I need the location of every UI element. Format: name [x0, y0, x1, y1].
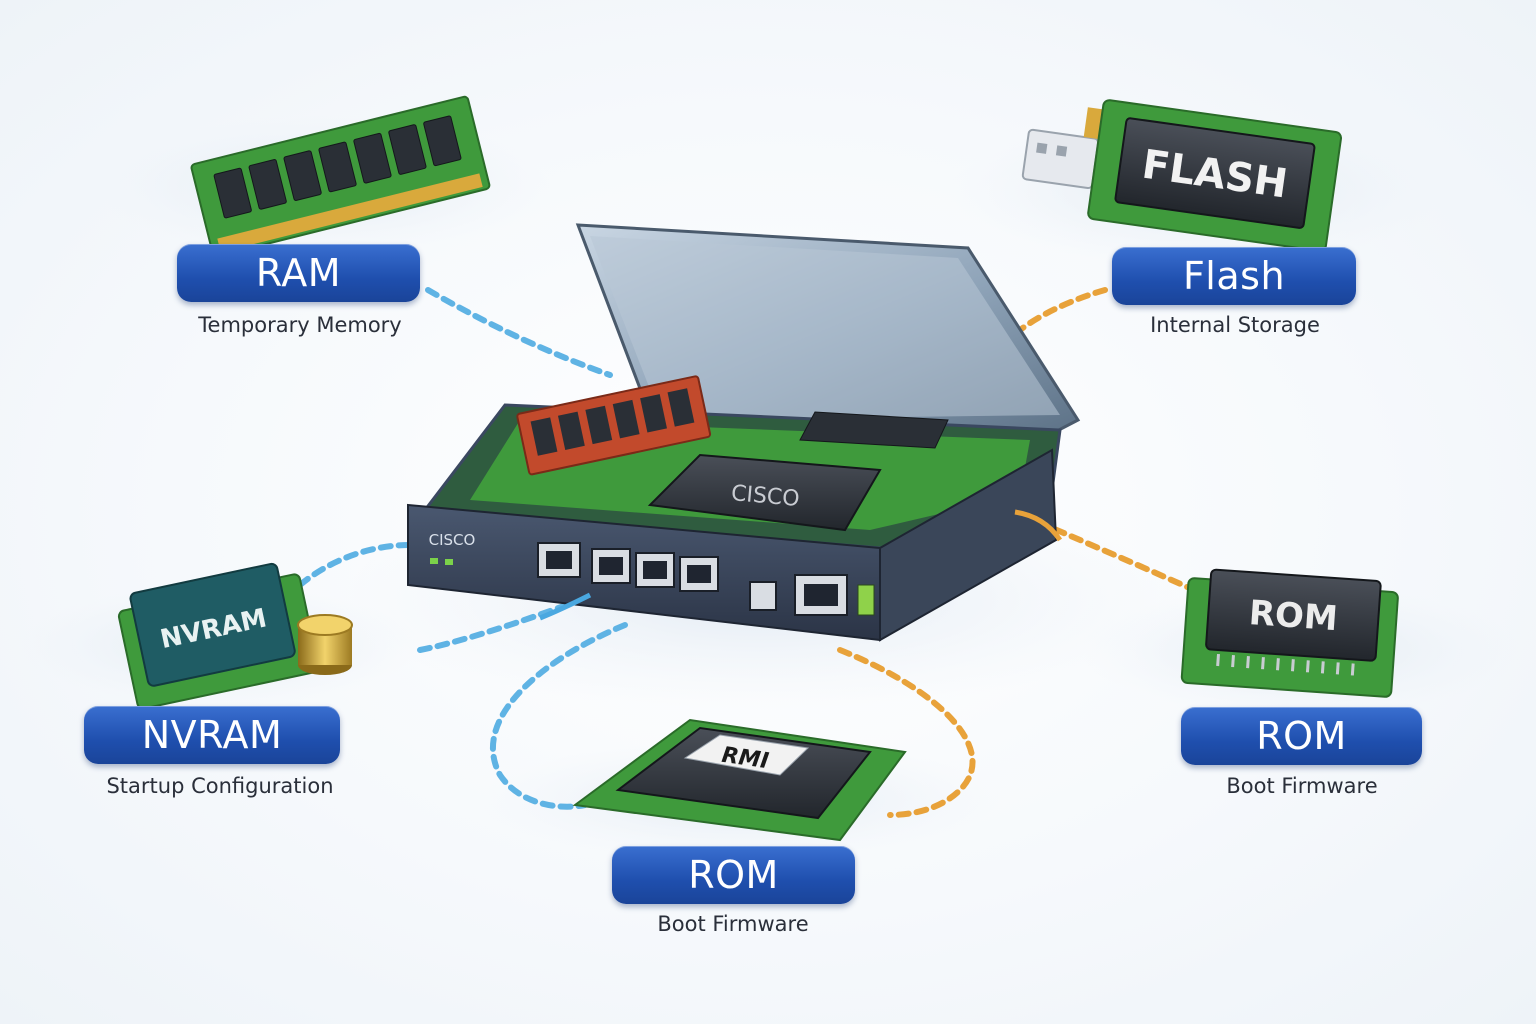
nvram-caption: Startup Configuration — [106, 774, 334, 798]
rom-bottom-right-link — [837, 647, 976, 818]
orange-cable — [1014, 509, 1063, 542]
console-port — [749, 581, 777, 611]
ram-link — [425, 287, 613, 378]
rom-right-caption: Boot Firmware — [1226, 774, 1378, 798]
rom-right-chip-label: ROM — [1248, 593, 1339, 639]
flash-label: Flash — [1182, 254, 1286, 298]
nvram-module: NVRAM — [117, 562, 320, 710]
rom-bottom-label: ROM — [688, 853, 779, 897]
flash-link — [1017, 287, 1108, 333]
rom-bottom-module: RMI — [572, 718, 907, 842]
ram-label-pill: RAM — [177, 244, 420, 302]
router-device: CISCO CISCO — [407, 223, 1081, 642]
ram-module — [190, 95, 491, 258]
flash-caption: Internal Storage — [1150, 313, 1320, 337]
nvram-link — [297, 542, 413, 588]
rom-bottom-left-link — [490, 622, 628, 810]
rom-right-module: ROM — [1180, 568, 1399, 698]
rom-bottom-caption: Boot Firmware — [657, 912, 809, 936]
nvram-label-pill: NVRAM — [84, 706, 340, 764]
battery-icon — [297, 614, 353, 675]
nvram-label: NVRAM — [141, 713, 283, 757]
rom-right-label: ROM — [1256, 714, 1347, 758]
flash-module: FLASH — [1021, 99, 1343, 252]
rom-right-label-pill: ROM — [1181, 707, 1422, 765]
router-cpu-label: CISCO — [730, 481, 800, 512]
rom-bottom-label-pill: ROM — [612, 846, 855, 904]
flash-label-pill: Flash — [1112, 247, 1356, 305]
router-side-panel — [879, 448, 1058, 642]
blue-cable — [539, 592, 592, 621]
ram-label: RAM — [255, 251, 342, 295]
router-front-brand: CISCO — [429, 531, 476, 549]
ram-caption: Temporary Memory — [198, 313, 402, 337]
